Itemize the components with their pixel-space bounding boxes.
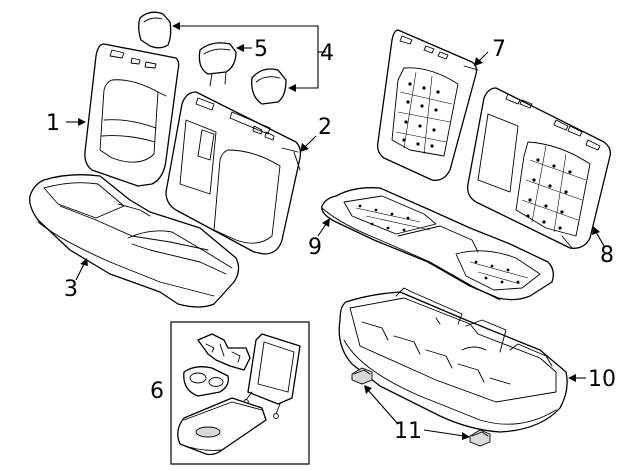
- callout-7: 7: [492, 37, 506, 62]
- seat-back-frame-right: [467, 87, 612, 249]
- callout-5: 5: [254, 37, 268, 62]
- headrest-center: [198, 42, 237, 87]
- armrest-inset: [170, 321, 310, 465]
- callout-11: 11: [394, 419, 422, 444]
- clip-upper: [351, 367, 373, 385]
- seat-cushion: [29, 174, 240, 308]
- seat-back-frame-left: [376, 29, 479, 181]
- callout-2: 2: [318, 115, 332, 140]
- callout-8: 8: [600, 243, 614, 268]
- seat-back-left: [84, 43, 180, 187]
- callout-3: 3: [64, 277, 78, 302]
- cushion-pan: [338, 287, 568, 433]
- callout-6: 6: [150, 379, 164, 404]
- cushion-frame: [321, 187, 554, 301]
- clip-lower: [469, 429, 491, 447]
- callout-4: 4: [320, 41, 334, 66]
- headrest-right: [251, 68, 287, 105]
- callout-9: 9: [308, 235, 322, 260]
- callout-labels: 1 2 3 4 5 6 7 8 9 10 11: [46, 37, 616, 444]
- seat-back-right: [165, 91, 302, 255]
- leader-lines: [66, 22, 605, 440]
- callout-10: 10: [588, 367, 616, 392]
- headrest-left: [138, 11, 172, 49]
- callout-1: 1: [46, 111, 60, 136]
